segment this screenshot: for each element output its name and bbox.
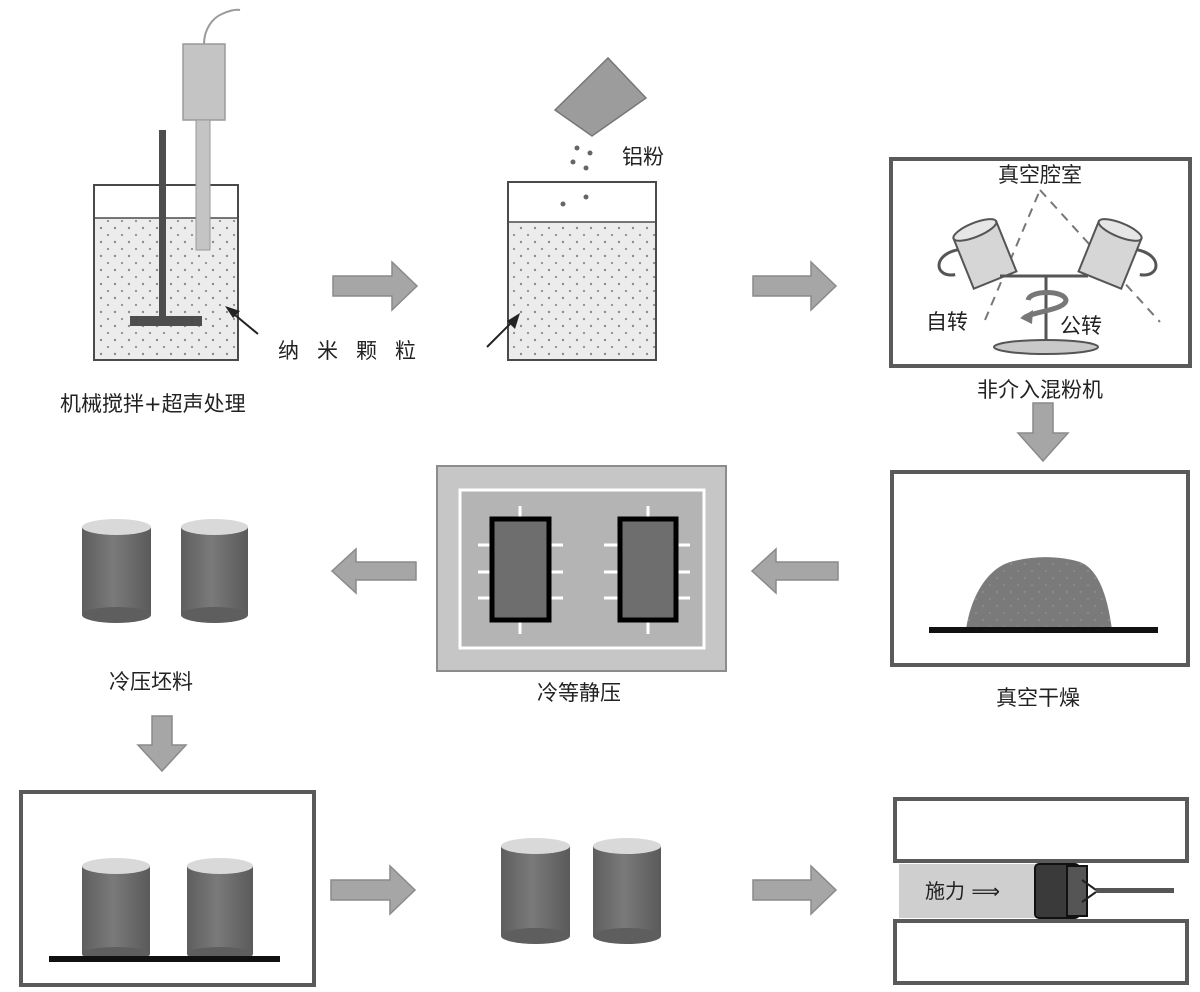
billet-pair-top — [82, 519, 248, 623]
die-edge-top — [1081, 879, 1097, 891]
powder-heap-texture — [966, 557, 1112, 630]
ultrasonic-probe-head — [182, 43, 226, 121]
dispersed-particles-2 — [508, 222, 656, 360]
probe-cable — [203, 8, 241, 45]
label-stirring-ultrasonic: 机械搅拌+超声处理 — [60, 392, 246, 416]
nanoparticle-pointer-right — [486, 313, 520, 348]
falling-powder — [560, 145, 593, 207]
beaker-outline-2 — [507, 181, 657, 361]
die-upper — [893, 797, 1189, 863]
die-lower — [893, 919, 1189, 985]
label-cold-isostatic-pressing: 冷等静压 — [537, 681, 621, 705]
arrow-billets-to-extrusion — [752, 864, 838, 916]
label-applied-force: 施力 ⟹ — [925, 879, 1001, 903]
mixer-base — [993, 339, 1099, 355]
vacuum-drying-box — [890, 470, 1190, 667]
arrow-step2-to-step3 — [752, 260, 838, 312]
billet-pair-bottom — [501, 838, 661, 944]
beaker-stirring — [93, 8, 241, 361]
mold-right — [617, 516, 679, 623]
die-edge-bottom — [1081, 891, 1097, 903]
label-nanoparticles: 纳米颗粒 — [278, 339, 434, 363]
vacuum-chamber-mixer — [889, 157, 1192, 368]
die-orifice — [1066, 865, 1088, 917]
label-vacuum-drying: 真空干燥 — [996, 686, 1080, 710]
extruded-rod — [1096, 888, 1174, 893]
mixer-jar-right — [1077, 218, 1158, 290]
arrow-billets-down — [136, 715, 188, 773]
powder-container — [553, 56, 648, 137]
heating-box — [19, 790, 316, 987]
beaker-aluminum — [507, 56, 657, 361]
ultrasonic-probe-rod — [195, 119, 211, 251]
revolution-arrowhead — [1020, 310, 1033, 324]
dashed-line-left — [984, 189, 1041, 321]
arrow-press-to-billets — [330, 547, 417, 595]
heating-box-frame — [19, 790, 316, 987]
mold-left — [489, 516, 552, 623]
label-non-intrusive-mixer: 非介入混粉机 — [977, 378, 1103, 402]
cold-isostatic-press — [436, 465, 727, 672]
heating-tray — [49, 956, 280, 962]
dashed-line-right — [1039, 189, 1161, 323]
label-revolution: 公转 — [1060, 314, 1102, 338]
flow-arrows — [136, 260, 1070, 916]
nanoparticle-pointer-left — [225, 306, 259, 335]
arrow-step1-to-step2 — [332, 260, 419, 312]
extrusion-container — [899, 864, 1037, 918]
stirrer-blade — [130, 316, 202, 326]
mixer-jar-left — [937, 218, 1018, 290]
extrusion-die — [893, 797, 1189, 985]
label-self-rotation: 自转 — [926, 310, 968, 334]
arrow-mixer-to-drying — [1016, 402, 1070, 463]
label-aluminum-powder: 铝粉 — [622, 145, 664, 169]
arrow-drying-to-press — [750, 547, 839, 595]
label-cold-pressed-billet: 冷压坯料 — [109, 670, 193, 694]
drying-tray — [929, 627, 1158, 633]
revolution-arrow — [1022, 290, 1069, 321]
arrow-heating-to-billets — [330, 864, 417, 916]
label-vacuum-chamber: 真空腔室 — [998, 163, 1082, 187]
stirrer-shaft — [159, 130, 166, 320]
